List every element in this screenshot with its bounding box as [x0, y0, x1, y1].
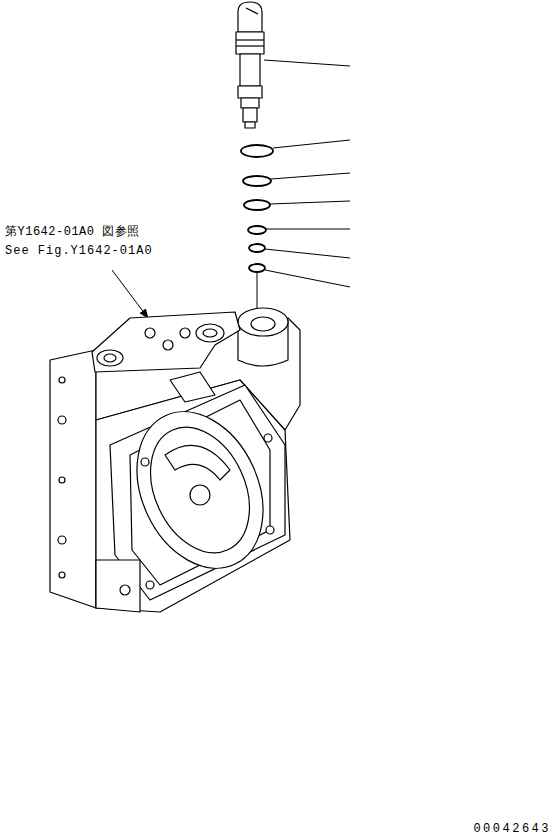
reference-note-ja: 第Y1642-01A0 図参照	[4, 225, 141, 239]
pump-housing	[50, 308, 300, 612]
o-rings	[241, 145, 273, 272]
leader-lines	[112, 60, 350, 318]
drawing-number: 00042643	[472, 822, 552, 836]
reference-note-en: See Fig.Y1642-01A0	[4, 244, 154, 258]
valve-cartridge	[236, 2, 264, 128]
